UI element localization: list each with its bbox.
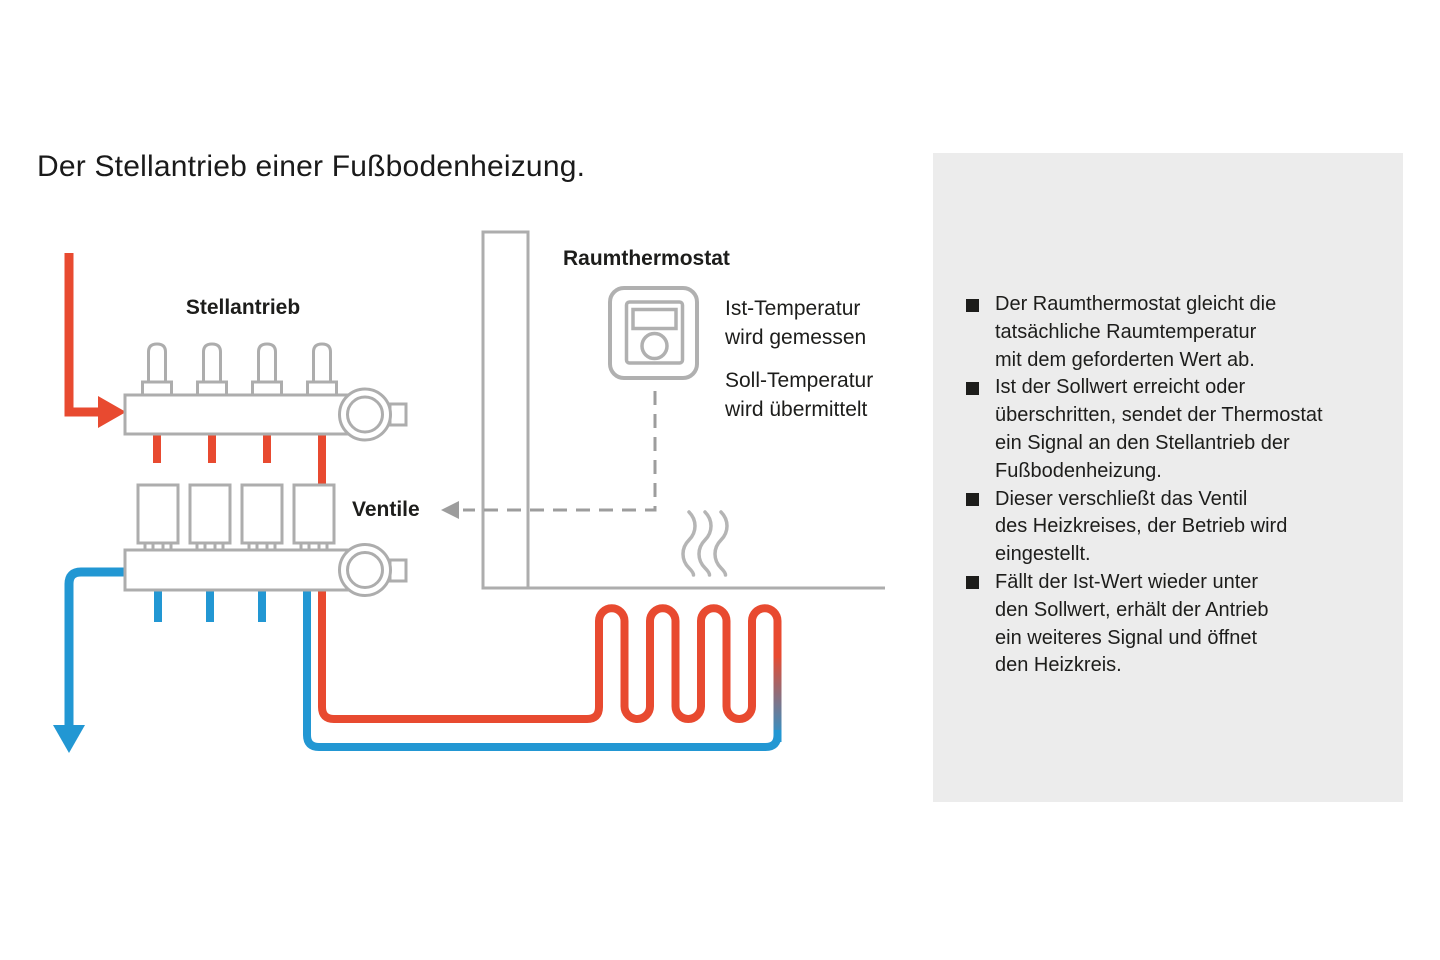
return-pipe <box>303 588 782 751</box>
return-manifold-body <box>123 548 350 592</box>
valve-2 <box>188 483 232 554</box>
bullet-item: Fällt der Ist-Wert wieder unter den Soll… <box>966 569 1385 680</box>
thermostat-label: Raumthermostat <box>563 247 730 270</box>
ist-temperature-note: Ist-Temperatur wird gemessen <box>725 297 867 349</box>
actuator-3 <box>251 342 283 397</box>
valves-label: Ventile <box>352 498 420 521</box>
heat-waves-icon <box>681 510 729 577</box>
explanation-panel: Der Raumthermostat gleicht die tatsächli… <box>933 153 1403 802</box>
actuator-4 <box>306 342 338 397</box>
signal-arrow-icon <box>441 501 459 519</box>
soll-temperature-note: Soll-Temperatur wird übermittelt <box>725 369 874 421</box>
valve-1 <box>136 483 180 554</box>
supply-manifold-body <box>123 393 350 436</box>
supply-manifold-nub <box>388 402 408 427</box>
valve-manifold <box>123 483 408 597</box>
bullet-item: Dieser verschließt das Ventil des Heizkr… <box>966 486 1385 569</box>
wall <box>481 230 530 590</box>
supply-arrow-icon <box>64 253 126 428</box>
return-manifold-nub <box>388 558 408 583</box>
thermostat-icon <box>608 286 699 380</box>
bullet-item: Der Raumthermostat gleicht die tatsächli… <box>966 291 1385 374</box>
valve-4 <box>292 483 336 554</box>
bullet-item: Ist der Sollwert erreicht oder überschri… <box>966 374 1385 485</box>
return-drops <box>154 588 266 622</box>
actuator-label: Stellantrieb <box>185 296 301 319</box>
actuator-1 <box>141 342 173 397</box>
page-title: Der Stellantrieb einer Fußbodenheizung. <box>37 150 586 183</box>
return-arrow-icon <box>53 567 125 753</box>
signal-line <box>441 391 657 519</box>
valve-3 <box>240 483 284 554</box>
actuator-manifold <box>123 342 408 442</box>
floor-heating-coil <box>318 430 782 723</box>
bullet-list: Der Raumthermostat gleicht die tatsächli… <box>966 291 1385 680</box>
actuator-2 <box>196 342 228 397</box>
